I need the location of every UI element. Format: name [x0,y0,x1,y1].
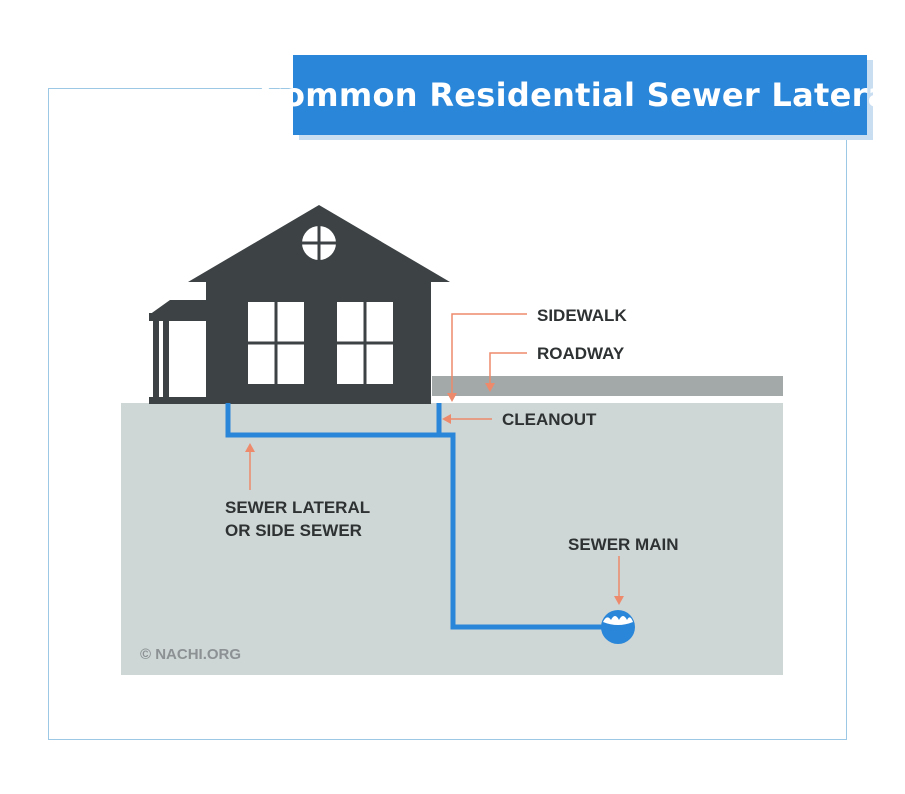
arrowheads [245,383,624,605]
sewer-lateral-pipe [225,403,602,630]
roadway [432,376,783,396]
attic-window [302,226,336,260]
sidewalk-arrowhead [447,393,457,402]
sewer-main-arrowhead [614,596,624,605]
porch-beam [149,313,206,321]
house-foundation [149,397,431,404]
window-left [248,302,304,384]
label-roadway: ROADWAY [537,344,625,363]
porch-column [153,320,159,404]
label-sewer-lateral-1: SEWER LATERAL [225,498,370,517]
label-cleanout: CLEANOUT [502,410,597,429]
porch-roof [149,300,206,315]
house-body [206,280,431,404]
roadway-arrowhead [485,383,495,392]
window-right [337,302,393,384]
label-sewer-lateral-2: OR SIDE SEWER [225,521,362,540]
credit-text: © NACHI.ORG [140,646,241,663]
diagram-title: Common Residential Sewer Lateral [259,76,901,114]
sewer-lateral-arrowhead [245,443,255,452]
label-sewer-main: SEWER MAIN [568,535,679,554]
cleanout-arrowhead [442,414,451,424]
annotation-lines [249,313,620,598]
sidewalk-leader [451,313,527,396]
roadway-leader [489,352,527,386]
porch-column [163,320,169,404]
sewer-main-pipe [601,610,635,644]
label-sidewalk: SIDEWALK [537,306,627,325]
title-banner: Common Residential Sewer Lateral [259,55,901,135]
